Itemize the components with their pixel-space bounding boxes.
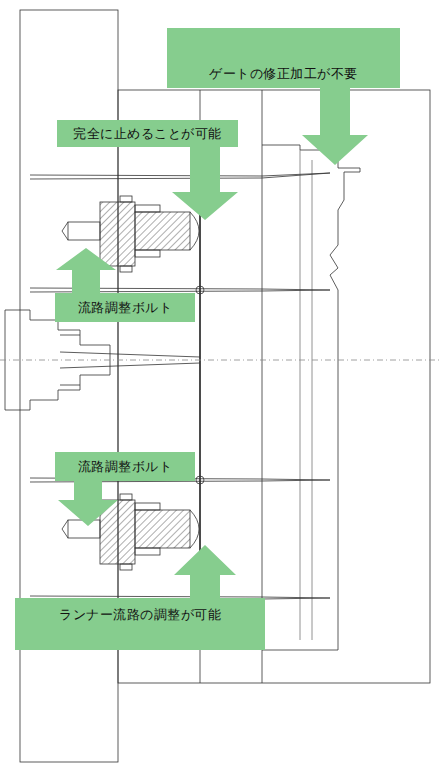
callout-box: 流路調整ボルト	[55, 293, 195, 322]
callout-box: 流路調整ボルト	[55, 452, 195, 481]
callout-text: ランナー流路の調整が可能	[59, 607, 221, 623]
callout-box: ランナー流路の調整が可能	[15, 598, 265, 650]
callout-arrow	[56, 88, 368, 598]
callout-text: ゲートの修正加工が不要	[209, 66, 358, 82]
molded-part	[262, 145, 360, 650]
callout-box: ゲートの修正加工が不要	[167, 28, 400, 88]
hot-runner-nozzle	[30, 173, 330, 602]
callout-box: 完全に止めることが可能	[57, 120, 238, 147]
callout-text: 流路調整ボルト	[78, 459, 173, 475]
callout-text: 流路調整ボルト	[78, 300, 173, 316]
callout-text: 完全に止めることが可能	[73, 126, 222, 142]
mold-plate	[118, 90, 430, 683]
